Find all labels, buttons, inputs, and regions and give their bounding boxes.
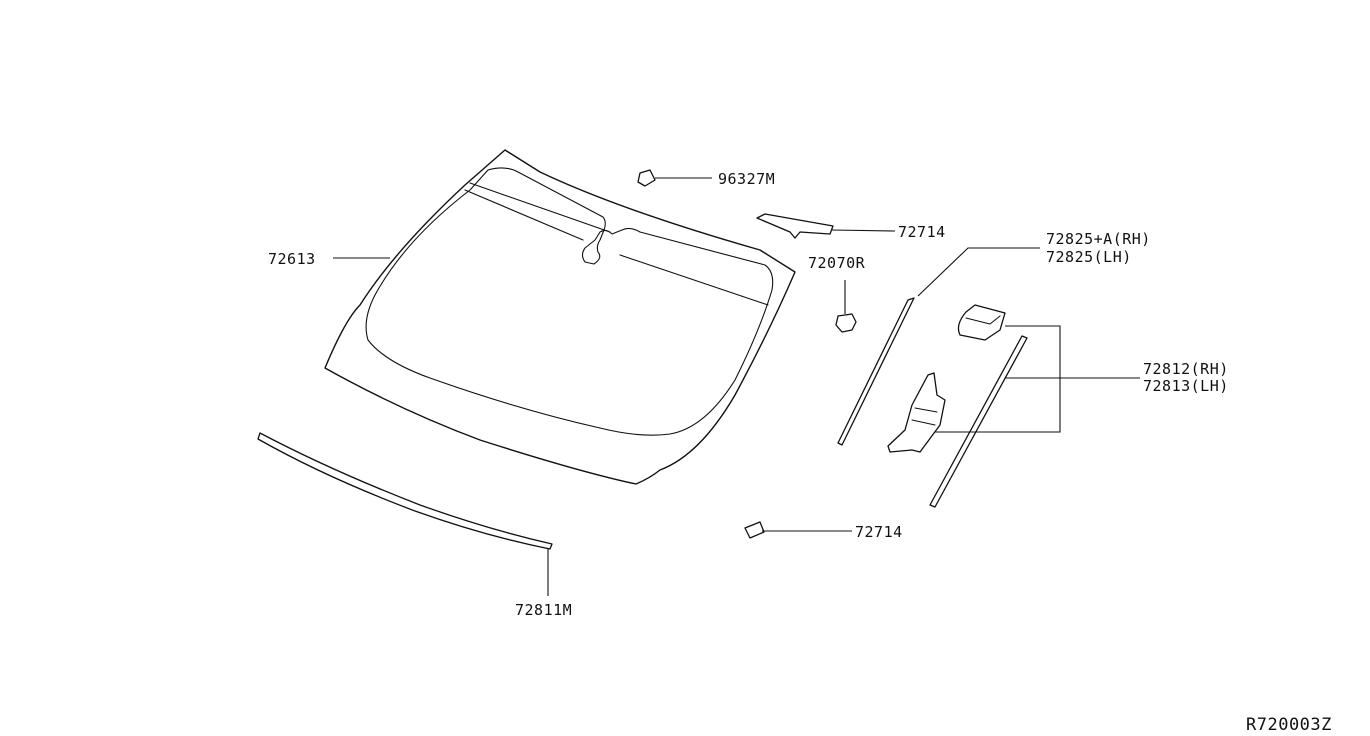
side-strip-rail[interactable] <box>929 335 1028 508</box>
label-72812-rh: 72812(RH) <box>1143 360 1229 378</box>
sensor-cover-96327M[interactable] <box>637 169 712 187</box>
label-96327M: 96327M <box>718 170 775 188</box>
fastener-72070R[interactable] <box>835 280 857 333</box>
label-72613: 72613 <box>268 250 316 268</box>
label-72813-lh: 72813(LH) <box>1143 377 1229 395</box>
label-72825-lh: 72825(LH) <box>1046 248 1132 266</box>
diagram-reference-code: R720003Z <box>1246 715 1332 735</box>
side-molding-72825[interactable] <box>837 247 1040 446</box>
label-72714-bottom: 72714 <box>855 523 903 541</box>
label-72811M: 72811M <box>515 601 572 619</box>
lower-bracket[interactable] <box>887 372 946 453</box>
top-clip-72714[interactable] <box>756 213 896 239</box>
upper-bracket[interactable] <box>957 304 1006 341</box>
lower-molding-72811M[interactable] <box>257 432 553 596</box>
label-72714-top: 72714 <box>898 223 946 241</box>
label-72825A-rh: 72825+A(RH) <box>1046 230 1151 248</box>
bottom-clip-72714[interactable] <box>744 521 852 539</box>
windshield-glass[interactable] <box>324 149 796 485</box>
label-72070R: 72070R <box>808 254 866 272</box>
bracket-leader <box>935 325 1061 433</box>
